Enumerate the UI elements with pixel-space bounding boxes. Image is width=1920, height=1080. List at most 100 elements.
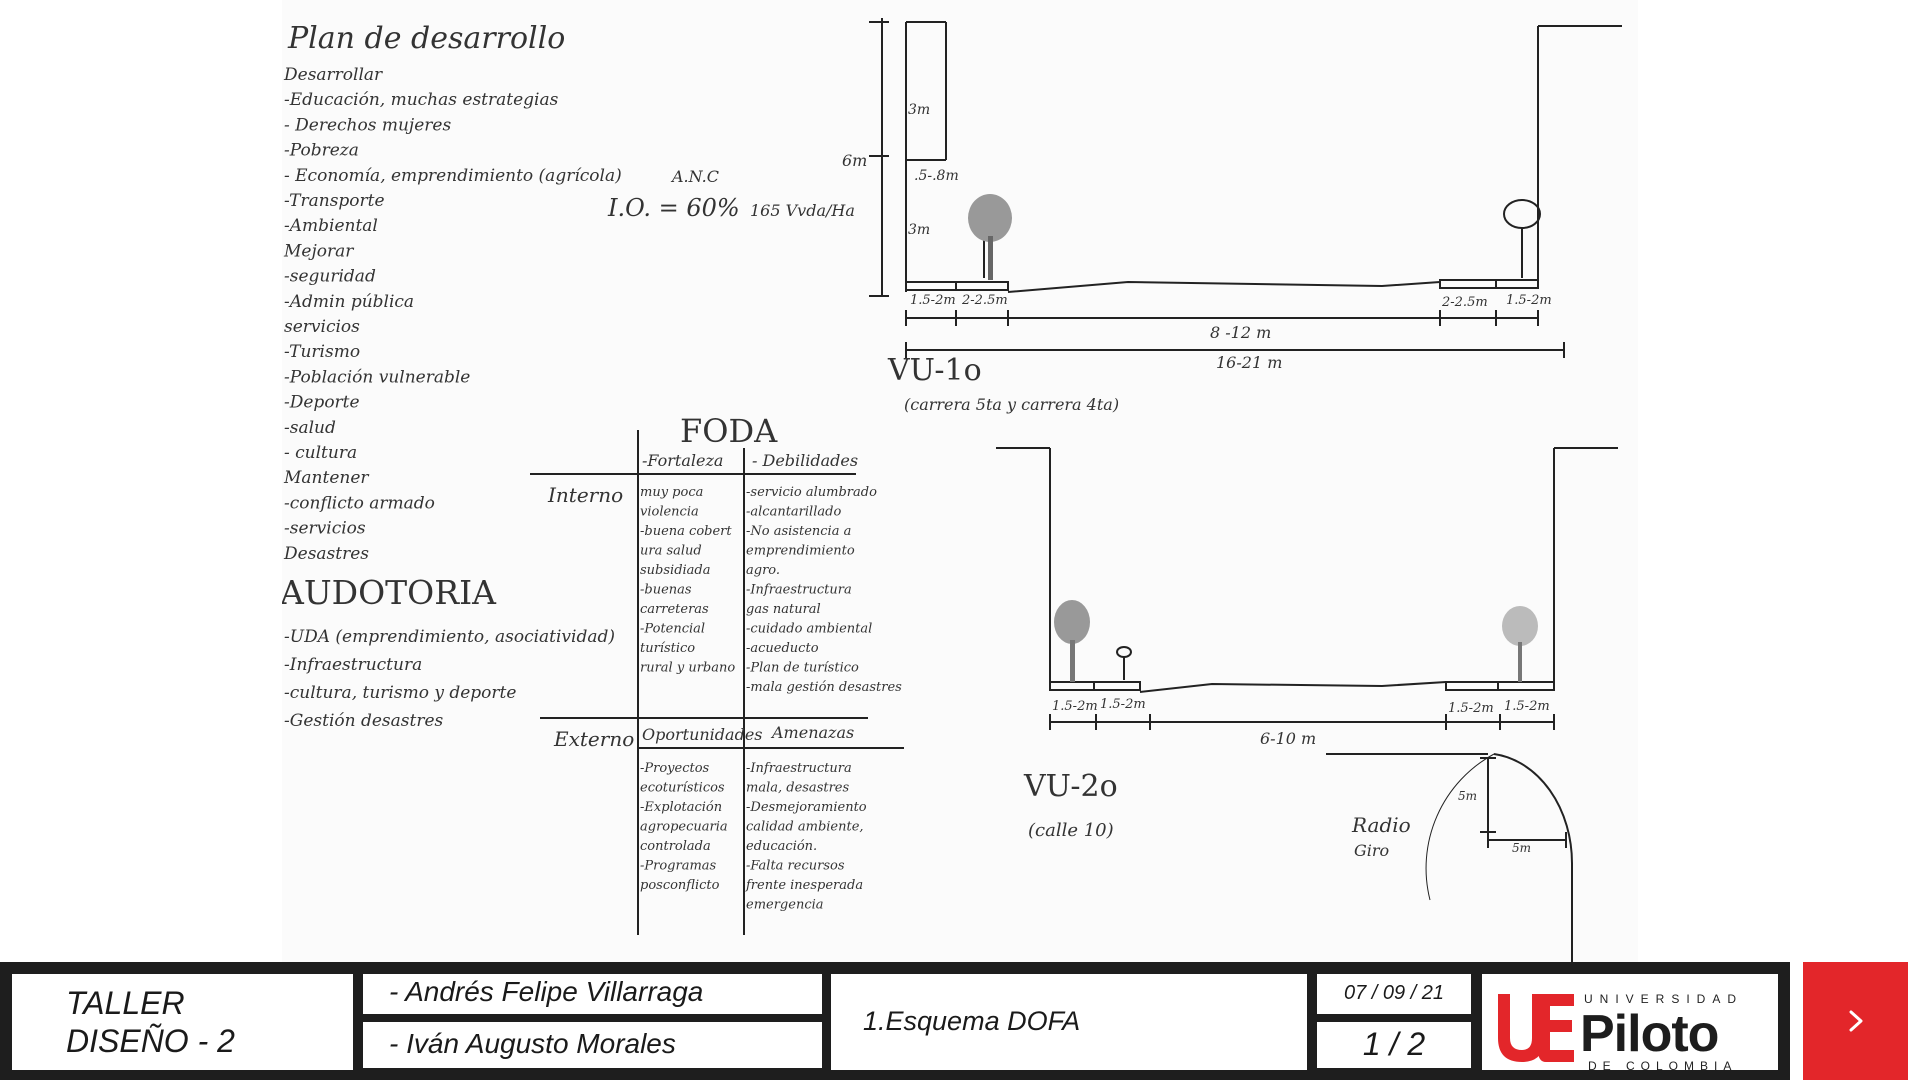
author-1: - Andrés Felipe Villarraga bbox=[363, 974, 822, 1014]
handwritten-line: -Programas bbox=[640, 859, 717, 874]
handwritten-line: -Educación, muchas estrategias bbox=[284, 90, 559, 110]
vu2-dim-1: 1.5-2m bbox=[1052, 699, 1098, 714]
vu1-name: VU-1o bbox=[887, 353, 982, 388]
vu1-section bbox=[869, 18, 1622, 358]
foda-interno: Interno bbox=[547, 483, 623, 507]
vu2-dim-4: 1.5-2m bbox=[1504, 699, 1550, 714]
handwritten-line: ecoturísticos bbox=[640, 781, 725, 796]
vu1-dim-2: 2-2.5m bbox=[961, 293, 1008, 308]
handwritten-line: posconflicto bbox=[640, 878, 720, 893]
handwritten-line: -acueducto bbox=[746, 641, 819, 656]
handwritten-line: -Falta recursos bbox=[746, 859, 845, 874]
logo-main-text: Piloto bbox=[1580, 1005, 1719, 1063]
handwritten-line: -Gestión desastres bbox=[284, 711, 444, 731]
handwritten-line: -Desmejoramiento bbox=[746, 800, 867, 815]
density-label: 165 Vvda/Ha bbox=[750, 201, 855, 220]
handwritten-line: agropecuaria bbox=[640, 820, 728, 835]
foda-debilidades: -servicio alumbrado-alcantarillado-No as… bbox=[746, 485, 902, 695]
handwritten-line: violencia bbox=[640, 505, 699, 520]
handwritten-line: Mantener bbox=[283, 468, 369, 488]
handwritten-line: -UDA (emprendimiento, asociatividad) bbox=[284, 627, 615, 647]
handwritten-line: frente inesperada bbox=[745, 878, 863, 893]
handwritten-line: -Admin pública bbox=[284, 292, 414, 312]
radius-label: Radio bbox=[1351, 813, 1411, 837]
handwritten-line: subsidiada bbox=[640, 563, 711, 578]
handwritten-line: carreteras bbox=[640, 602, 709, 617]
handwritten-line: educación. bbox=[746, 839, 817, 854]
course-cell: TALLER DISEÑO - 2 bbox=[12, 974, 353, 1070]
handwritten-line: -Potencial bbox=[640, 622, 705, 637]
foda-fortalezas: muy poca violencia -buena cobert ura salud s… bbox=[640, 485, 735, 676]
handwritten-line: calidad ambiente, bbox=[746, 820, 864, 835]
handwritten-line: - cultura bbox=[284, 443, 357, 463]
anc-label: A.N.C bbox=[670, 167, 719, 186]
vu2-dim-2: 1.5-2m bbox=[1100, 697, 1146, 712]
handwritten-line: mala, desastres bbox=[746, 781, 849, 796]
handwritten-line: -servicios bbox=[284, 519, 366, 539]
vu2-name: VU-2o bbox=[1023, 769, 1118, 804]
chevron-right-icon bbox=[1849, 1010, 1862, 1032]
logo-mark-icon bbox=[1498, 994, 1574, 1062]
radius-vertical-dim: 5m bbox=[1458, 789, 1477, 803]
vu1-dim-4: 1.5-2m bbox=[1506, 293, 1552, 308]
course-line-2: DISEÑO - 2 bbox=[66, 1023, 235, 1059]
handwritten-line: -Transporte bbox=[284, 191, 385, 211]
handwritten-line: ura salud bbox=[640, 544, 702, 559]
handwritten-line: gas natural bbox=[746, 602, 821, 617]
plan-title: Plan de desarrollo bbox=[287, 21, 565, 56]
foda-title: FODA bbox=[680, 412, 778, 450]
handwritten-line: turístico bbox=[640, 641, 695, 656]
foda-amenazas: -Infraestructura mala, desastres -Desmejor… bbox=[745, 761, 867, 913]
university-logo: UNIVERSIDAD Piloto DE COLOMBIA bbox=[1482, 974, 1778, 1073]
handwritten-line: -Pobreza bbox=[284, 141, 359, 161]
foda-oportunidades: -Proyectosecoturísticos-Explotaciónagrop… bbox=[640, 761, 728, 893]
next-slide-button[interactable] bbox=[1803, 962, 1908, 1080]
tree-icon bbox=[1054, 600, 1538, 682]
handwritten-line: Desarrollar bbox=[283, 65, 383, 85]
foda-header-oportunidades: Oportunidades bbox=[642, 725, 763, 744]
hand-drawn-sketch-sheet: Plan de desarrollo Desarrollar -Educación… bbox=[282, 0, 1638, 962]
foda-grid bbox=[530, 430, 904, 935]
handwritten-line: - Derechos mujeres bbox=[284, 115, 451, 135]
handwritten-line: -Infraestructura bbox=[284, 655, 422, 675]
handwritten-line: -Turismo bbox=[284, 342, 360, 362]
audit-list: -UDA (emprendimiento, asociatividad) -Inf… bbox=[284, 627, 615, 731]
vu2-section bbox=[996, 447, 1618, 730]
author-2: - Iván Augusto Morales bbox=[363, 1022, 822, 1068]
handwritten-line: agro. bbox=[746, 563, 780, 578]
vu1-total-width: 16-21 m bbox=[1216, 353, 1282, 372]
sketch-drawing: Plan de desarrollo Desarrollar -Educación… bbox=[282, 18, 1622, 962]
handwritten-line: emprendimiento bbox=[746, 544, 855, 559]
handwritten-line: -Infraestructura bbox=[746, 761, 852, 776]
handwritten-line: -buenas bbox=[640, 583, 692, 598]
foda-externo: Externo bbox=[553, 727, 634, 751]
handwritten-line: -servicio alumbrado bbox=[746, 485, 877, 500]
handwritten-line: - Economía, emprendimiento (agrícola) bbox=[284, 166, 622, 186]
handwritten-line: Mejorar bbox=[283, 241, 354, 261]
handwritten-line: -conflicto armado bbox=[284, 493, 435, 513]
handwritten-line: -Ambiental bbox=[284, 216, 378, 236]
handwritten-line: -mala gestión desastres bbox=[746, 680, 902, 695]
vu1-setback: .5-.8m bbox=[914, 168, 959, 184]
title-block: TALLER DISEÑO - 2 - Andrés Felipe Villar… bbox=[0, 962, 1790, 1080]
handwritten-line: -cuidado ambiental bbox=[746, 622, 872, 637]
handwritten-line: -salud bbox=[284, 418, 336, 438]
foda-header-debilidades: - Debilidades bbox=[752, 451, 858, 470]
vu2-street: (calle 10) bbox=[1028, 820, 1114, 841]
handwritten-line: -alcantarillado bbox=[746, 505, 841, 520]
handwritten-line: muy poca bbox=[640, 485, 703, 500]
turning-radius-diagram bbox=[1326, 753, 1574, 962]
vu2-road-width: 6-10 m bbox=[1260, 729, 1316, 748]
vu1-height-total: 6m bbox=[842, 151, 867, 170]
vu1-height-lower: 3m bbox=[908, 222, 930, 238]
radius-horizontal-dim: 5m bbox=[1512, 841, 1531, 855]
handwritten-line: -buena cobert bbox=[640, 524, 732, 539]
vu1-road-width: 8 -12 m bbox=[1210, 323, 1271, 342]
vu1-streets: (carrera 5ta y carrera 4ta) bbox=[904, 395, 1119, 414]
handwritten-line: -seguridad bbox=[284, 267, 376, 287]
logo-bottom-text: DE COLOMBIA bbox=[1588, 1059, 1738, 1073]
logo-top-text: UNIVERSIDAD bbox=[1584, 992, 1744, 1006]
handwritten-line: -Deporte bbox=[284, 393, 360, 413]
vu1-dim-1: 1.5-2m bbox=[910, 293, 956, 308]
audit-title: AUDOTORIA bbox=[282, 573, 497, 612]
